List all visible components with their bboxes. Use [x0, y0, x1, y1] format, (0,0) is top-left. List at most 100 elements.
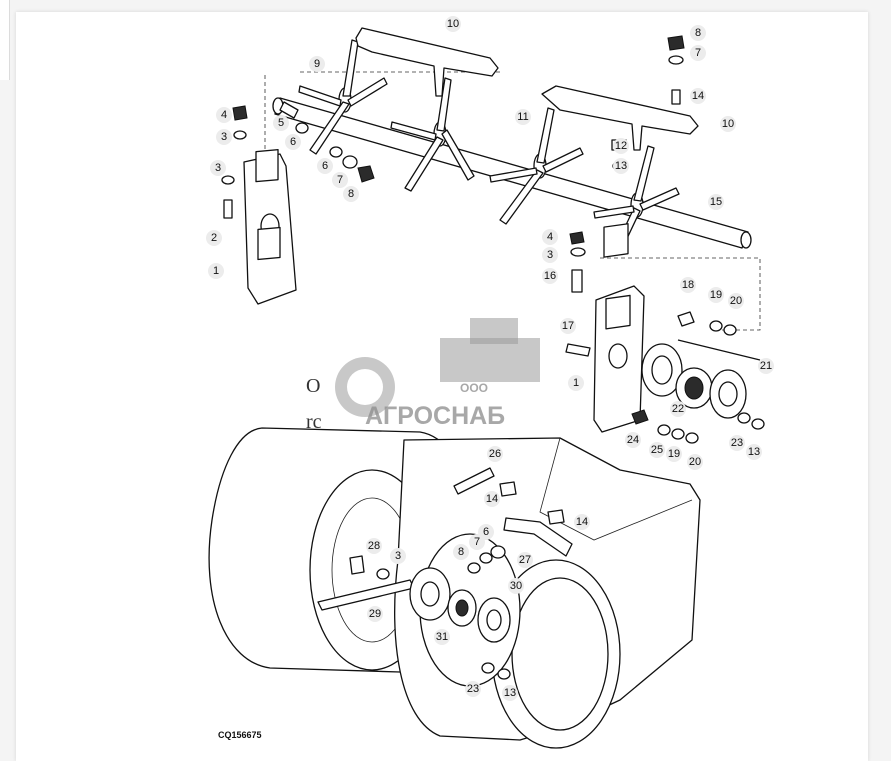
callout-label: 19 [710, 289, 722, 301]
callout-label: 27 [519, 554, 531, 566]
callout-4: 4 [216, 107, 232, 123]
callout-12: 12 [613, 138, 629, 154]
callout-label: 6 [290, 136, 296, 148]
callout-label: 17 [562, 320, 574, 332]
callout-11: 11 [515, 109, 531, 125]
callout-6: 6 [317, 158, 333, 174]
reference-code: CQ156675 [218, 730, 262, 740]
side-panel-edge [0, 0, 10, 80]
callout-label: 19 [668, 448, 680, 460]
bracket-27 [503, 517, 573, 557]
callout-9: 9 [309, 56, 325, 72]
callout-15: 15 [708, 194, 724, 210]
watermark-line2: АГРОСНАБ [365, 402, 505, 430]
callout-label: 14 [576, 516, 588, 528]
callout-label: 13 [748, 446, 760, 458]
callout-label: 14 [486, 493, 498, 505]
lower-hardware [349, 545, 511, 680]
callout-23: 23 [465, 681, 481, 697]
front-roller-housing [394, 437, 701, 749]
callout-label: 23 [731, 437, 743, 449]
bearing-assembly-right [631, 311, 765, 444]
callout-7: 7 [690, 45, 706, 61]
callout-10: 10 [720, 116, 736, 132]
callout-label: 13 [504, 687, 516, 699]
callout-label: 30 [510, 580, 522, 592]
callout-6: 6 [285, 134, 301, 150]
callout-label: 18 [682, 279, 694, 291]
callout-label: 25 [651, 444, 663, 456]
callout-label: 23 [467, 683, 479, 695]
callout-31: 31 [434, 629, 450, 645]
callout-3: 3 [390, 548, 406, 564]
callout-label: 6 [483, 526, 489, 538]
callout-label: 15 [710, 196, 722, 208]
stray-text-2: rc [306, 411, 322, 433]
callout-27: 27 [517, 552, 533, 568]
callout-20: 20 [687, 454, 703, 470]
callout-7: 7 [469, 534, 485, 550]
callout-label: 7 [337, 174, 343, 186]
callout-23: 23 [729, 435, 745, 451]
callout-label: 4 [547, 231, 553, 243]
left-hardware [221, 101, 375, 219]
callout-3: 3 [210, 160, 226, 176]
callout-13: 13 [613, 158, 629, 174]
callout-label: 31 [436, 631, 448, 643]
callout-label: 9 [314, 58, 320, 70]
callout-label: 3 [221, 131, 227, 143]
right-side-plate [593, 223, 645, 433]
callout-label: 20 [689, 456, 701, 468]
callout-22: 22 [670, 401, 686, 417]
callout-label: 5 [278, 117, 284, 129]
stray-text-1: О [306, 375, 320, 397]
callout-label: 6 [322, 160, 328, 172]
callout-label: 3 [215, 162, 221, 174]
callout-label: 20 [730, 295, 742, 307]
callout-24: 24 [625, 432, 641, 448]
callout-20: 20 [728, 293, 744, 309]
callout-4: 4 [542, 229, 558, 245]
top-bracket-left [355, 27, 499, 97]
callout-label: 2 [211, 232, 217, 244]
callout-label: 21 [760, 360, 772, 372]
callout-label: 11 [517, 111, 528, 123]
callout-label: 7 [474, 536, 480, 548]
tine-set-3 [489, 107, 584, 225]
callout-label: 10 [722, 118, 734, 130]
tine-set-1 [298, 39, 388, 155]
callout-label: 16 [544, 270, 556, 282]
top-bracket-right [541, 85, 699, 151]
callout-label: 3 [547, 249, 553, 261]
callout-16: 16 [542, 268, 558, 284]
callout-17: 17 [560, 318, 576, 334]
callout-label: 12 [615, 140, 627, 152]
callout-8: 8 [453, 544, 469, 560]
callout-29: 29 [367, 606, 383, 622]
callout-19: 19 [708, 287, 724, 303]
callout-label: 26 [489, 448, 501, 460]
callout-14: 14 [574, 514, 590, 530]
mid-hardware [565, 231, 591, 357]
callout-30: 30 [508, 578, 524, 594]
tine-set-2 [390, 77, 475, 192]
callout-label: 1 [573, 377, 579, 389]
left-side-plate [243, 149, 297, 305]
callout-8: 8 [690, 25, 706, 41]
agrosnab-watermark: ООО АГРОСНАБ [335, 318, 540, 430]
callout-label: 28 [368, 540, 380, 552]
callout-13: 13 [502, 685, 518, 701]
callout-label: 4 [221, 109, 227, 121]
callout-13: 13 [746, 444, 762, 460]
callout-label: 8 [458, 546, 464, 558]
callout-28: 28 [366, 538, 382, 554]
callout-5: 5 [273, 115, 289, 131]
callout-label: 22 [672, 403, 684, 415]
callout-26: 26 [487, 446, 503, 462]
callout-label: 24 [627, 434, 639, 446]
callout-8: 8 [343, 186, 359, 202]
callout-18: 18 [680, 277, 696, 293]
callout-label: 8 [695, 27, 701, 39]
callout-1: 1 [568, 375, 584, 391]
